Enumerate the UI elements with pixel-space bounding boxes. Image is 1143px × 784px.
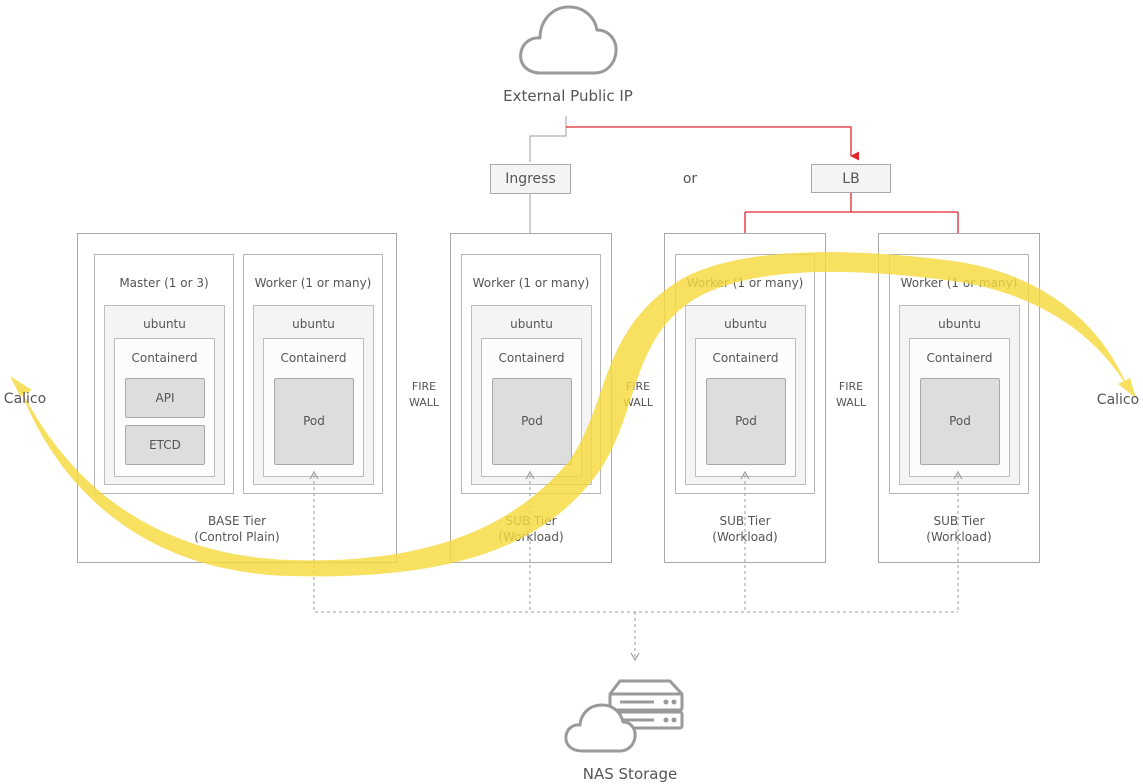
sub-tier-1: Worker (1 or many) ubuntu Containerd Pod… (450, 233, 612, 563)
external-ip-label: External Public IP (503, 87, 633, 105)
firewall-label-line2: WALL (835, 396, 867, 409)
tier-label-line2: (Control Plain) (194, 530, 280, 544)
runtime-label: Containerd (712, 351, 779, 365)
tier-label-line1: BASE Tier (207, 514, 267, 528)
base-worker-containerd: Containerd Pod (263, 338, 364, 477)
base-tier: Master (1 or 3) ubuntu Containerd API ET… (77, 233, 397, 563)
os-label: ubuntu (724, 317, 767, 331)
storage-dashed-lines (313, 475, 959, 658)
worker-title: Worker (1 or many) (472, 276, 590, 290)
tier-label-line2: (Workload) (926, 530, 992, 544)
api-label: API (155, 391, 175, 405)
os-label: ubuntu (938, 317, 981, 331)
firewall-label-line1: FIRE (411, 380, 437, 393)
nas-storage-label: NAS Storage (582, 765, 678, 783)
external-to-ingress-line (529, 116, 567, 162)
calico-right-label: Calico (1096, 392, 1140, 408)
pod: Pod (706, 378, 786, 465)
pod: Pod (274, 378, 354, 465)
firewall-label-line2: WALL (408, 396, 440, 409)
base-worker-node: Worker (1 or many) ubuntu Containerd Pod (243, 254, 383, 494)
master-containerd: Containerd API ETCD (114, 338, 215, 477)
sub-worker-node: Worker (1 or many) ubuntu Containerd Pod (889, 254, 1029, 494)
os-label: ubuntu (510, 317, 553, 331)
etcd-label: ETCD (149, 438, 181, 452)
os-label: ubuntu (292, 317, 335, 331)
runtime-label: Containerd (498, 351, 565, 365)
worker-title: Worker (1 or many) (254, 276, 372, 290)
sub-tier-3: Worker (1 or many) ubuntu Containerd Pod… (878, 233, 1040, 563)
firewall-label-line1: FIRE (838, 380, 864, 393)
sub-worker-ubuntu: ubuntu Containerd Pod (899, 305, 1020, 485)
os-label: ubuntu (143, 317, 186, 331)
calico-left-label: Calico (3, 391, 47, 407)
api-component: API (125, 378, 205, 418)
external-to-lb-line (566, 126, 860, 161)
master-title: Master (1 or 3) (119, 276, 209, 290)
sub-worker-ubuntu: ubuntu Containerd Pod (471, 305, 592, 485)
lb-box: LB (811, 164, 891, 193)
pod-label: Pod (303, 414, 325, 428)
pod-label: Pod (949, 414, 971, 428)
sub-worker-containerd: Containerd Pod (481, 338, 582, 477)
or-label: or (682, 171, 698, 187)
runtime-label: Containerd (926, 351, 993, 365)
runtime-label: Containerd (280, 351, 347, 365)
tier-label-line1: SUB Tier (719, 514, 771, 528)
runtime-label: Containerd (131, 351, 198, 365)
sub-worker-node: Worker (1 or many) ubuntu Containerd Pod (675, 254, 815, 494)
lb-label: LB (842, 171, 860, 187)
sub-worker-containerd: Containerd Pod (695, 338, 796, 477)
base-worker-ubuntu: ubuntu Containerd Pod (253, 305, 374, 485)
pod-label: Pod (521, 414, 543, 428)
pod-label: Pod (735, 414, 757, 428)
ingress-label: Ingress (505, 171, 556, 187)
pod: Pod (920, 378, 1000, 465)
tier-label-line1: SUB Tier (933, 514, 985, 528)
master-ubuntu: ubuntu Containerd API ETCD (104, 305, 225, 485)
storage-arrowheads (309, 470, 963, 662)
cloud-icon (519, 5, 618, 75)
sub-worker-containerd: Containerd Pod (909, 338, 1010, 477)
sub-worker-ubuntu: ubuntu Containerd Pod (685, 305, 806, 485)
calico-arc (10, 252, 1136, 577)
pod: Pod (492, 378, 572, 465)
ingress-box: Ingress (490, 164, 571, 194)
master-node: Master (1 or 3) ubuntu Containerd API ET… (94, 254, 234, 494)
etcd-component: ETCD (125, 425, 205, 465)
nas-storage-icon (564, 679, 684, 753)
lb-split-line (745, 193, 958, 213)
